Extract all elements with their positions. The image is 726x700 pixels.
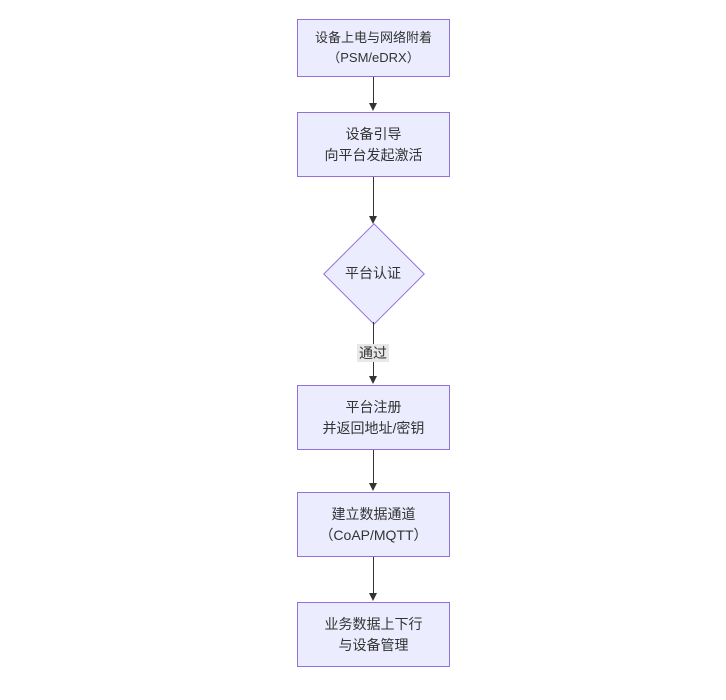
node-line: （PSM/eDRX） bbox=[327, 50, 420, 65]
edge-line bbox=[372, 77, 374, 104]
arrow-down-icon bbox=[368, 376, 377, 384]
flow-node-bootstrap: 设备引导 向平台发起激活 bbox=[297, 112, 450, 177]
decision-label: 平台认证 bbox=[345, 265, 401, 281]
node-line: 并返回地址/密钥 bbox=[322, 419, 425, 436]
flow-node-register: 平台注册 并返回地址/密钥 bbox=[297, 385, 450, 450]
flow-node-power-attach: 设备上电与网络附着 （PSM/eDRX） bbox=[297, 19, 450, 77]
edge-label-pass: 通过 bbox=[357, 344, 389, 362]
arrow-down-icon bbox=[368, 483, 377, 491]
node-line: 平台注册 bbox=[345, 398, 402, 415]
arrow-down-icon bbox=[368, 103, 377, 111]
edge-line bbox=[372, 557, 374, 594]
node-line: （CoAP/MQTT） bbox=[319, 526, 428, 543]
arrow-down-icon bbox=[368, 216, 377, 224]
edge-line bbox=[372, 450, 374, 484]
flow-node-business-data: 业务数据上下行 与设备管理 bbox=[297, 602, 450, 667]
arrow-down-icon bbox=[368, 593, 377, 601]
node-line: 与设备管理 bbox=[338, 636, 409, 653]
node-line: 设备上电与网络附着 bbox=[314, 30, 432, 45]
flow-node-data-channel: 建立数据通道 （CoAP/MQTT） bbox=[297, 492, 450, 557]
node-line: 业务数据上下行 bbox=[324, 615, 423, 632]
node-line: 建立数据通道 bbox=[331, 505, 416, 522]
node-line: 向平台发起激活 bbox=[324, 146, 423, 163]
node-line: 设备引导 bbox=[345, 125, 402, 142]
edge-line bbox=[372, 177, 374, 217]
